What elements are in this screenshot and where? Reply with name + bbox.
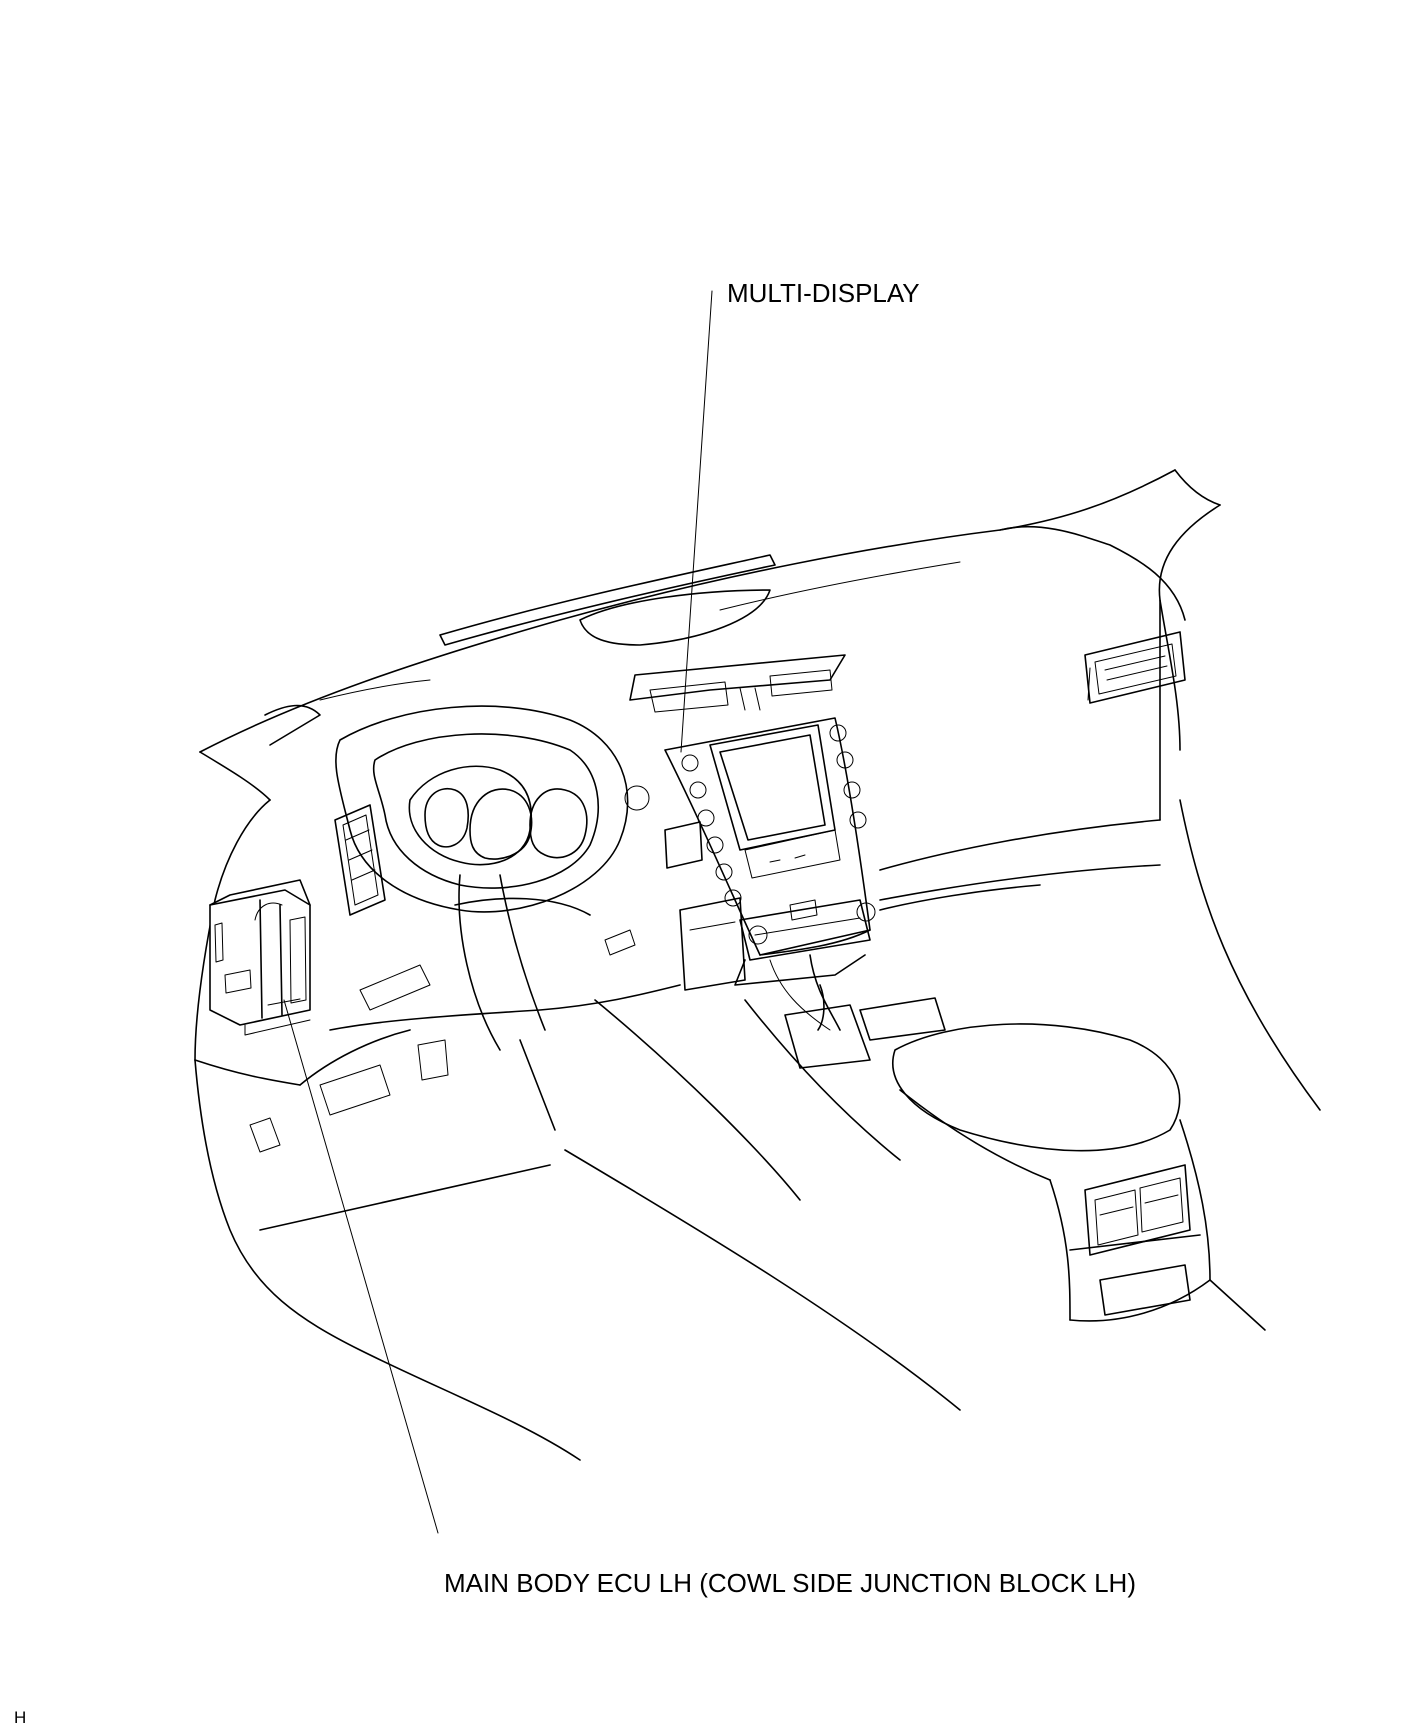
main-body-ecu-lh: [209, 879, 311, 1036]
instrument-cluster: [408, 765, 588, 866]
left-cowl-area: [194, 799, 681, 1461]
center-console: [744, 799, 1321, 1331]
floor-lines: [259, 999, 961, 1411]
left-air-vent: [334, 804, 386, 916]
main-body-ecu-label: MAIN BODY ECU LH (COWL SIDE JUNCTION BLO…: [444, 1568, 1136, 1598]
dashboard-top: [199, 469, 1221, 801]
center-stack: [624, 654, 876, 1031]
figure-code-label: H: [14, 1708, 27, 1727]
right-air-vent: [1084, 631, 1186, 704]
leader-line-multi-display: [680, 290, 713, 753]
leader-line-main-body-ecu: [283, 999, 439, 1534]
steering-wheel: [335, 705, 629, 1051]
multi-display-label: MULTI-DISPLAY: [727, 278, 920, 308]
